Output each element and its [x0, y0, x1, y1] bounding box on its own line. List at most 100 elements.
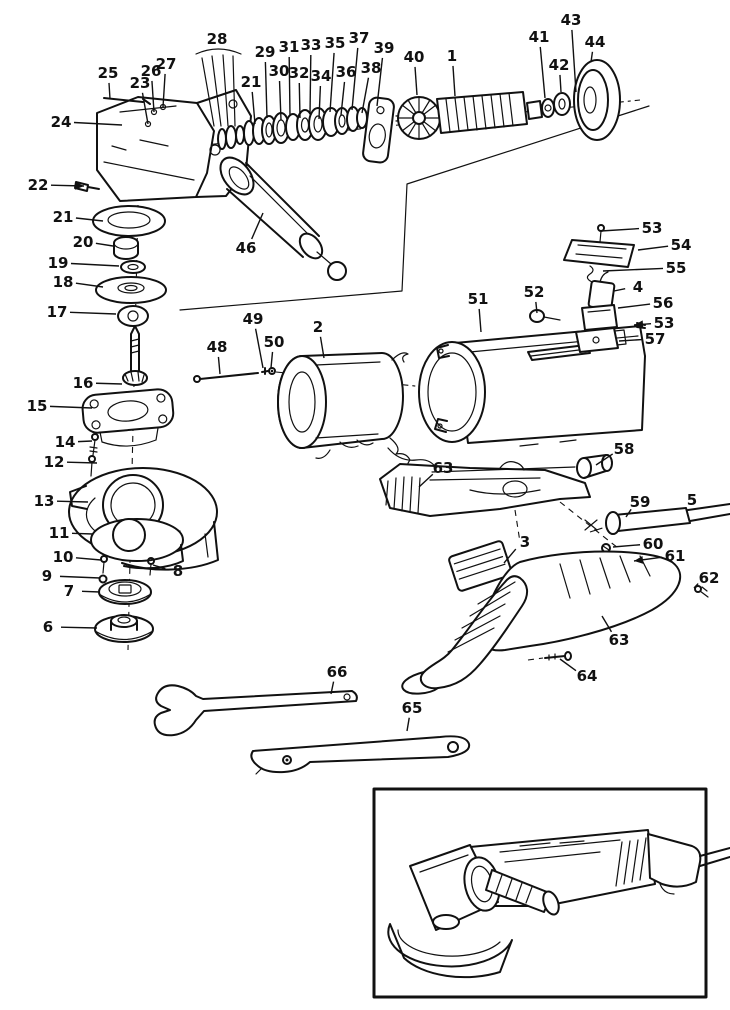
part-label-21: 21	[53, 208, 74, 226]
part-label-24: 24	[51, 113, 72, 131]
assembled-grinder-inset	[372, 787, 730, 999]
part-label-37: 37	[349, 29, 370, 47]
part-label-60: 60	[643, 535, 664, 553]
leader-line	[264, 61, 268, 119]
leader-line	[59, 575, 101, 579]
part-label-13: 13	[34, 492, 55, 510]
motor-housing-drawing	[418, 325, 646, 447]
part-label-58: 58	[614, 440, 635, 458]
leader-line	[70, 262, 120, 267]
leader-line	[75, 282, 104, 288]
leader-line	[77, 440, 93, 443]
leader-line	[251, 212, 264, 240]
leader-line	[452, 65, 456, 97]
leader-line	[108, 82, 111, 100]
side-handle-drawing	[219, 156, 347, 281]
leader-line	[71, 532, 94, 535]
leader-line	[478, 308, 482, 333]
part-label-22: 22	[28, 176, 49, 194]
leader-line	[288, 56, 291, 117]
wrench-drawing	[153, 684, 471, 775]
leader-line	[559, 74, 562, 93]
leader-line	[351, 47, 359, 111]
part-label-54: 54	[671, 236, 692, 254]
part-label-1: 1	[447, 47, 457, 65]
part-label-63: 63	[433, 459, 454, 477]
leader-line	[162, 73, 166, 108]
part-label-40: 40	[404, 48, 425, 66]
leader-line	[152, 564, 166, 570]
leader-line	[75, 557, 102, 561]
part-label-53: 53	[642, 219, 663, 237]
part-label-8: 8	[173, 562, 183, 580]
leader-line	[66, 461, 98, 464]
part-label-56: 56	[653, 294, 674, 312]
part-label-19: 19	[48, 254, 69, 272]
switch-housing-top-drawing	[379, 454, 619, 549]
part-label-53: 53	[654, 314, 675, 332]
leader-line	[637, 245, 669, 251]
part-label-51: 51	[468, 290, 489, 308]
part-label-46: 46	[236, 239, 257, 257]
leader-line	[251, 91, 256, 125]
leader-line	[217, 356, 221, 375]
leader-line	[81, 590, 101, 593]
field-coil-drawing	[277, 352, 437, 475]
part-label-31: 31	[279, 38, 300, 56]
part-label-63: 63	[609, 631, 630, 649]
exploded-view-connector-lines	[179, 105, 650, 311]
leader-line	[309, 54, 312, 115]
leader-arrowhead	[634, 555, 644, 564]
leader-line	[60, 626, 98, 629]
leader-line	[601, 615, 613, 633]
leader-line	[361, 77, 370, 114]
part-label-34: 34	[311, 67, 332, 85]
part-label-39: 39	[374, 39, 395, 57]
part-label-28: 28	[207, 30, 228, 48]
part-label-33: 33	[301, 36, 322, 54]
leader-line	[278, 80, 282, 121]
armature-drawing	[395, 59, 621, 141]
part-label-5: 5	[687, 491, 697, 509]
part-label-44: 44	[585, 33, 606, 51]
washer-bearing-stack-drawing	[217, 96, 395, 164]
leader-line	[539, 46, 546, 99]
part-label-35: 35	[325, 34, 346, 52]
leader-line	[418, 473, 434, 488]
part-label-38: 38	[361, 59, 382, 77]
part-label-66: 66	[327, 663, 348, 681]
part-label-11: 11	[49, 524, 70, 542]
leader-line	[613, 287, 626, 292]
part-label-32: 32	[289, 64, 310, 82]
leader-line	[318, 85, 322, 120]
handle-bottom-drawing	[401, 540, 682, 695]
part-label-16: 16	[73, 374, 94, 392]
part-label-20: 20	[73, 233, 94, 251]
part-label-26: 26	[141, 62, 162, 80]
leader-line	[141, 92, 149, 125]
part-label-15: 15	[27, 397, 48, 415]
part-label-4: 4	[633, 278, 643, 296]
leader-line	[319, 336, 325, 359]
part-label-52: 52	[524, 283, 545, 301]
part-label-9: 9	[42, 567, 52, 585]
leader-line	[270, 351, 274, 369]
leader-line	[414, 66, 418, 96]
leader-line	[559, 658, 577, 672]
part-label-27: 27	[156, 55, 177, 73]
part-label-29: 29	[255, 43, 276, 61]
leader-line	[618, 338, 643, 342]
part-label-3: 3	[520, 533, 530, 551]
part-label-42: 42	[549, 56, 570, 74]
leader-line	[73, 121, 123, 126]
leader-line	[298, 82, 301, 119]
leader-line	[617, 303, 651, 309]
part-label-64: 64	[577, 667, 598, 685]
leader-line	[590, 51, 594, 63]
part-label-12: 12	[44, 453, 65, 471]
leader-line	[595, 453, 614, 466]
pin-and-fasteners-drawing	[193, 367, 276, 383]
brush-assembly-drawing	[529, 224, 646, 353]
